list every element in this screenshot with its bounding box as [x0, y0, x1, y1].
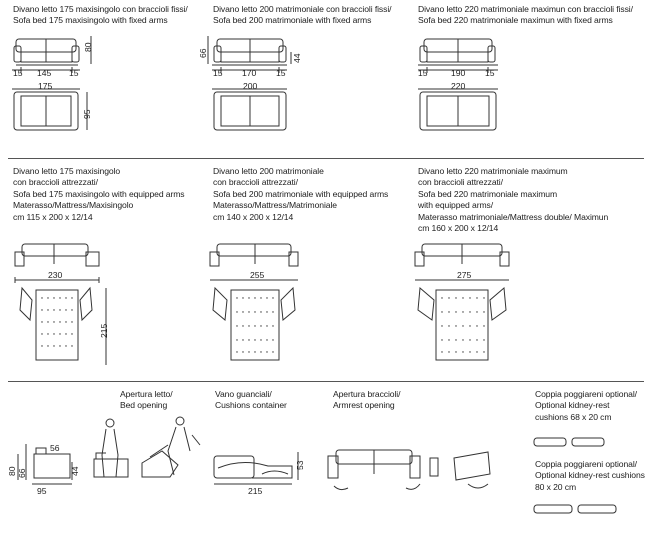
dim-cushions-length: 215: [248, 486, 263, 496]
dim-seat-height: 66: [17, 468, 27, 478]
dim-arm-height: 44: [70, 466, 80, 476]
dim-arm-left: 15: [13, 68, 23, 78]
dim-total: 175: [38, 81, 53, 91]
kidney-rest-68-caption: Coppia poggiareni optional/ Optional kid…: [535, 389, 637, 422]
sofa-side-section-drawing: [6, 440, 86, 500]
dim-total: 200: [243, 81, 258, 91]
kidney-rest-80-caption: Coppia poggiareni optional/ Optional kid…: [535, 459, 645, 492]
dim-height: 80: [83, 42, 93, 52]
dim-arm-right: 15: [69, 68, 79, 78]
dim-open-width: 230: [48, 270, 63, 280]
sofa-200-open-drawing: [205, 240, 305, 370]
dim-open-width: 275: [457, 270, 472, 280]
dim-cushions-height: 53: [295, 460, 305, 470]
kidney-rest-80-drawing: [532, 499, 622, 519]
dim-depth: 95: [37, 486, 47, 496]
dim-arm-left: 15: [213, 68, 223, 78]
sofa-175-equipped-caption: Divano letto 175 maxisingolo con braccio…: [13, 166, 185, 222]
sofa-220-equipped-caption: Divano letto 220 matrimoniale maximum co…: [418, 166, 609, 234]
dim-open-width: 255: [250, 270, 265, 280]
sofa-220-open-drawing: [412, 240, 512, 370]
bed-opening-figures-drawing: [88, 415, 208, 485]
section-divider: [8, 158, 644, 159]
dim-total: 220: [451, 81, 466, 91]
bed-opening-caption: Apertura letto/ Bed opening: [120, 389, 173, 411]
dim-seat-height: 44: [292, 53, 302, 63]
sofa-220-front-drawing: [414, 34, 504, 144]
dim-open-length: 215: [99, 323, 109, 338]
kidney-rest-68-drawing: [532, 432, 612, 452]
dim-arm-right: 15: [485, 68, 495, 78]
armrest-opening-caption: Apertura braccioli/ Armrest opening: [333, 389, 401, 411]
section-divider: [8, 381, 644, 382]
sofa-200-fixed-caption: Divano letto 200 matrimoniale con bracci…: [213, 4, 392, 26]
dim-seat: 190: [451, 68, 466, 78]
dim-arm-right: 15: [276, 68, 286, 78]
dim-height: 66: [198, 48, 208, 58]
cushions-container-caption: Vano guanciali/ Cushions container: [215, 389, 287, 411]
dim-seat: 145: [37, 68, 52, 78]
sofa-200-front-drawing: [205, 34, 300, 144]
dim-arm-left: 15: [418, 68, 428, 78]
sofa-175-fixed-caption: Divano letto 175 maxisingolo con braccio…: [13, 4, 188, 26]
dim-seat: 170: [242, 68, 257, 78]
sofa-220-fixed-caption: Divano letto 220 matrimoniale maximun co…: [418, 4, 633, 26]
sofa-175-open-drawing: [12, 240, 112, 370]
cushions-container-drawing: [212, 448, 302, 493]
sofa-200-equipped-caption: Divano letto 200 matrimoniale con bracci…: [213, 166, 389, 222]
dim-top: 56: [50, 443, 60, 453]
armrest-opening-drawing: [326, 444, 496, 494]
sofa-175-front-drawing: [12, 34, 102, 144]
dim-depth: 95: [82, 109, 92, 119]
dim-height: 80: [7, 466, 17, 476]
